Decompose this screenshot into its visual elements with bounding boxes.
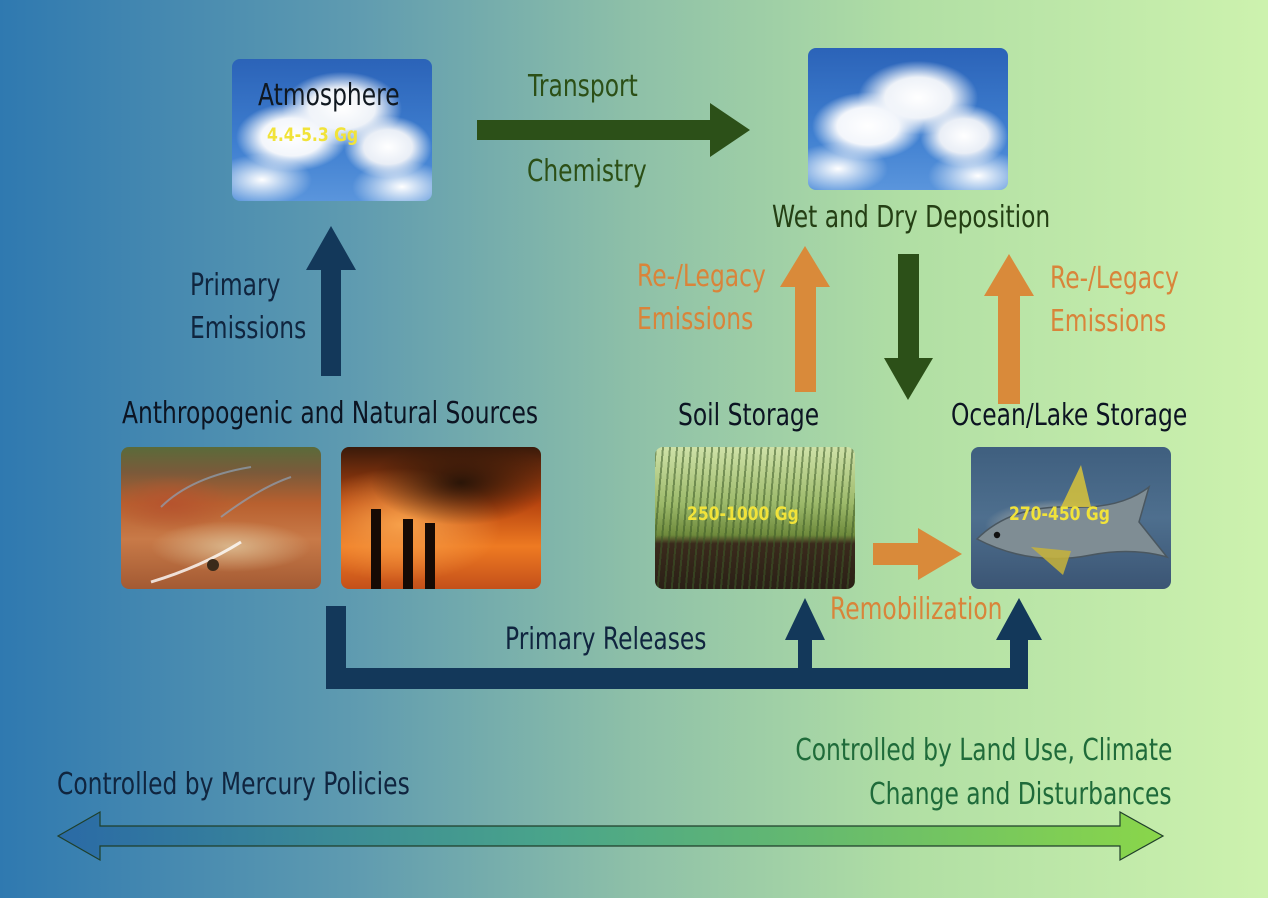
atmosphere-title: Atmosphere [258, 78, 400, 113]
policy-left-label: Controlled by Mercury Policies [57, 767, 410, 802]
deposition-sky-photo [808, 48, 1008, 190]
mining-water-jet-icon [150, 466, 292, 584]
re-emissions-ocean-arrow [984, 254, 1034, 404]
remobilization-label: Remobilization [830, 592, 1003, 627]
tuna-icon [975, 465, 1170, 575]
atmosphere-photo [232, 59, 432, 201]
deposition-label: Wet and Dry Deposition [772, 200, 1051, 235]
chimney-middle [403, 519, 413, 589]
soil-photo [655, 447, 855, 589]
ocean-label: Ocean/Lake Storage [951, 398, 1188, 433]
remobilization-arrow [873, 528, 962, 580]
primary-emissions-line1: Primary [190, 268, 281, 303]
primary-releases-label: Primary Releases [505, 622, 707, 657]
smokestack-photo [341, 447, 541, 589]
chemistry-label: Chemistry [527, 154, 647, 189]
re-emissions-right-line2: Emissions [1050, 304, 1167, 339]
sources-label: Anthropogenic and Natural Sources [122, 396, 539, 431]
atmosphere-value: 4.4-5.3 Gg [267, 124, 359, 146]
soil-label: Soil Storage [678, 398, 820, 433]
ocean-photo [971, 447, 1171, 589]
chimney-right [425, 523, 435, 589]
primary-emissions-line2: Emissions [190, 311, 307, 346]
soil-value: 250-1000 Gg [687, 503, 799, 525]
deposition-arrow [884, 254, 933, 400]
re-emissions-right-line1: Re-/Legacy [1050, 261, 1179, 296]
policy-right-line1: Controlled by Land Use, Climate [794, 733, 1172, 768]
mining-photo [121, 447, 321, 589]
re-emissions-left-line2: Emissions [637, 302, 754, 337]
transport-arrow [477, 103, 750, 157]
re-emissions-soil-arrow [780, 246, 830, 392]
primary-emissions-arrow [306, 226, 356, 376]
re-emissions-left-line1: Re-/Legacy [637, 259, 766, 294]
chimney-left [371, 509, 381, 589]
ocean-value: 270-450 Gg [1009, 503, 1110, 525]
transport-label: Transport [528, 69, 638, 104]
policy-right-line2: Change and Disturbances [869, 777, 1172, 812]
policy-scale-arrow [56, 810, 1165, 862]
primary-releases-path [326, 598, 1042, 689]
